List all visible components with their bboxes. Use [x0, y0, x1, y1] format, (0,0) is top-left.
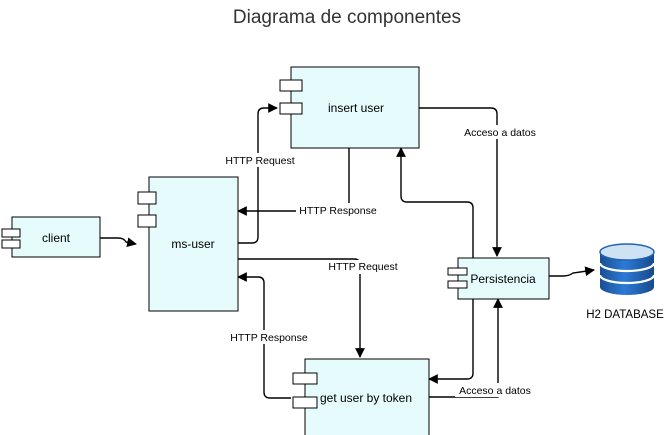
component-insert-user[interactable]: insert user — [279, 66, 420, 149]
component-client-label: client — [42, 231, 71, 245]
component-insert-user-label: insert user — [328, 101, 384, 115]
edge-label-response-get: HTTP Response — [227, 330, 311, 344]
component-port-icon — [137, 214, 157, 228]
edge-persistencia-to-database — [549, 266, 595, 277]
edge-label-request-get: HTTP Request — [325, 260, 401, 274]
edge-label-response-get-text: HTTP Response — [230, 332, 308, 344]
component-port-icon — [292, 396, 318, 409]
edge-persistencia-to-insert-user — [396, 147, 474, 258]
database-label: H2 DATABASE — [586, 309, 664, 321]
edge-persistencia-to-get-user — [428, 299, 474, 384]
database-top — [599, 243, 655, 261]
component-ms-user-label: ms-user — [171, 237, 214, 251]
component-get-user-by-token-label: get user by token — [320, 391, 412, 405]
edge-label-request-insert: HTTP Request — [222, 153, 298, 167]
component-port-icon — [1, 239, 21, 249]
component-persistencia-label: Persistencia — [470, 272, 536, 286]
component-client[interactable]: client — [1, 216, 101, 258]
edge-label-request-insert-text: HTTP Request — [225, 155, 294, 167]
edge-label-acceso-get-text: Acceso a datos — [459, 385, 531, 397]
component-port-icon — [279, 79, 303, 92]
edge-label-acceso-insert-text: Acceso a datos — [464, 127, 536, 139]
component-ms-user[interactable]: ms-user — [137, 176, 239, 312]
database-cylinder-icon[interactable]: H2 DATABASE — [586, 243, 664, 321]
component-insert-user-box — [290, 66, 420, 149]
component-port-icon — [279, 102, 303, 115]
component-port-icon — [1, 228, 21, 238]
database-band-icon — [598, 274, 656, 285]
component-ms-user-box — [148, 176, 239, 312]
component-port-icon — [137, 191, 157, 205]
edge-insert-user-to-persistencia — [419, 107, 502, 257]
edge-get-user-to-persistencia — [429, 298, 503, 398]
component-port-icon — [447, 267, 468, 276]
edge-label-acceso-insert: Acceso a datos — [460, 125, 540, 139]
component-client-box — [11, 216, 101, 258]
edge-ms-user-to-insert-user — [238, 103, 278, 244]
component-persistencia-box — [457, 257, 550, 300]
edge-label-response-insert: HTTP Response — [296, 203, 380, 217]
database-band-icon — [598, 262, 656, 273]
edge-label-acceso-get: Acceso a datos — [455, 383, 535, 397]
component-port-icon — [292, 372, 318, 385]
edge-label-response-insert-text: HTTP Response — [299, 205, 377, 217]
diagram-title: Diagrama de componentes — [233, 7, 461, 28]
edge-client-to-ms-user — [100, 237, 137, 248]
database-body — [600, 252, 654, 295]
component-persistencia[interactable]: Persistencia — [447, 257, 550, 300]
component-get-user-by-token[interactable]: get user by token — [292, 358, 430, 435]
component-port-icon — [447, 280, 468, 289]
edge-label-request-get-text: HTTP Request — [328, 261, 397, 273]
